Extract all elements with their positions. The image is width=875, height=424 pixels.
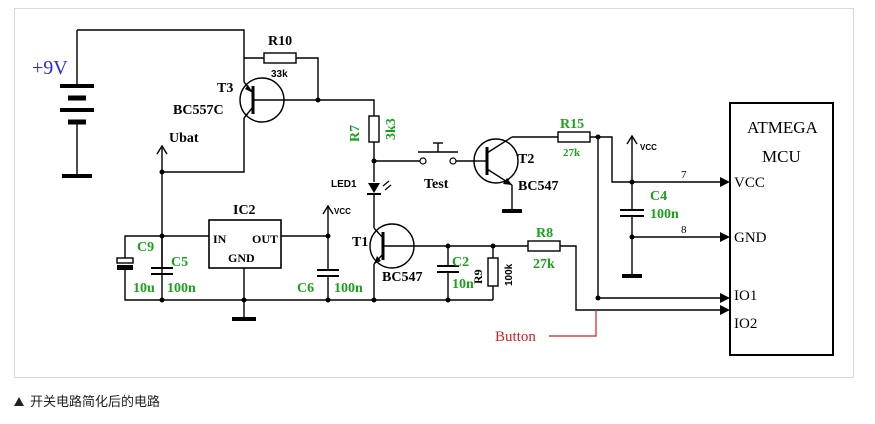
battery-symbol [60,30,94,178]
test-label: Test [424,177,449,192]
mcu-pin-io2: IO2 [734,316,757,332]
c2-capacitor [437,243,459,300]
caption-text: 开关电路简化后的电路 [30,395,161,410]
button-annotation: Button [495,329,536,345]
c4-capacitor [620,182,730,278]
c5-capacitor [151,236,173,275]
t2-transistor [473,136,540,213]
r10-value: 33k [271,69,288,80]
led1-label: LED1 [331,179,357,190]
mcu-title-1: ATMEGA [747,118,819,137]
vcc-label-top: VCC [640,143,657,152]
c2-label: C2 [452,255,469,270]
c4-value: 100n [650,207,679,222]
pin8-label: 8 [681,224,687,236]
ic2-label: IC2 [233,203,256,218]
test-pushbutton [374,142,476,165]
r8-label: R8 [536,226,553,241]
c6-label: C6 [297,281,314,296]
ic2-regulator [162,219,328,321]
r15-value: 27k [563,147,581,159]
c6-capacitor [317,269,339,300]
t3-label: T3 [217,81,233,96]
t2-label: T2 [518,152,534,167]
triangle-icon [14,397,24,406]
c9-capacitor [116,235,162,301]
figure-caption: 开关电路简化后的电路 [14,391,160,410]
r9-resistor [487,243,499,300]
c5-label: C5 [171,255,188,270]
t1-transistor [369,223,493,300]
ic2-out: OUT [252,232,278,246]
ic2-in: IN [213,232,227,246]
r9-label: R9 [471,269,485,284]
t3-transistor [162,77,321,173]
r9-value: 100k [504,263,515,286]
circuit-diagram: +9V R10 33k T3 BC557C Ubat [32,29,834,356]
r7-resistor [368,115,380,182]
t2-type: BC547 [518,179,558,194]
pin7-label: 7 [681,169,687,181]
r7-label: R7 [348,125,363,142]
t1-type: BC547 [382,270,422,285]
mcu-pin-io1: IO1 [734,288,757,304]
r15-resistor [540,131,730,187]
led1-symbol [367,180,392,228]
mcu-title-2: MCU [762,147,801,166]
r10-resistor [263,52,319,100]
c4-label: C4 [650,189,667,204]
t1-label: T1 [352,235,368,250]
ubat-label: Ubat [169,131,199,146]
c9-label: C9 [137,240,154,255]
mcu-block [729,102,834,356]
figure-frame [14,8,854,378]
r8-value: 27k [533,257,555,272]
r15-label: R15 [560,117,584,132]
vcc-label-mid: VCC [334,207,351,216]
battery-voltage-label: +9V [32,57,68,79]
mcu-pin-vcc: VCC [734,175,765,191]
r10-label: R10 [268,34,292,49]
r8-resistor [493,240,730,315]
c6-value: 100n [334,281,363,296]
ic2-gnd: GND [228,251,255,265]
c9-value: 10u [133,281,155,296]
mcu-pin-gnd: GND [734,230,767,246]
c2-value: 10n [452,277,474,292]
c5-value: 100n [167,281,196,296]
t3-type: BC557C [173,103,224,118]
r7-value: 3k3 [384,118,399,140]
